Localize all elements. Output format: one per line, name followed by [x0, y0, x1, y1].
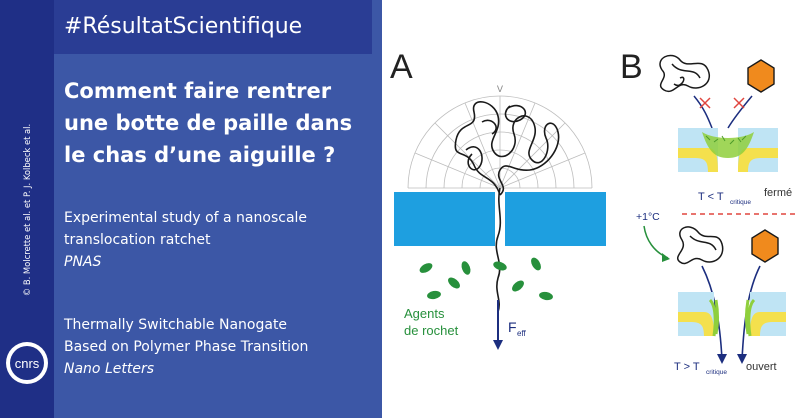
grid-ray: [499, 122, 566, 189]
open-temp-label: T > T: [674, 361, 700, 373]
paper-title-line: Based on Polymer Phase Transition: [64, 339, 309, 355]
coil-strand: [465, 104, 526, 171]
paper-journal: PNAS: [64, 254, 102, 270]
paper-title-line: Thermally Switchable Nanogate: [64, 317, 288, 333]
membrane-left: [394, 192, 495, 246]
blocked-arrow: [727, 95, 753, 129]
gate-brush-detail: [705, 135, 747, 145]
force-label: F: [508, 319, 517, 335]
left-strip: © B. Molcrette et al. et P. J. Kolbeck e…: [0, 0, 54, 418]
gate-brush: [702, 132, 754, 158]
polymer-chain: [495, 187, 502, 313]
agent-ellipse: [531, 257, 541, 271]
passing-arrowhead: [717, 354, 727, 364]
paper-title-line: Experimental study of a nanoscale: [64, 210, 308, 226]
figure-illustration: A V: [390, 48, 798, 376]
gate-coating-right: [750, 312, 786, 336]
polar-grid: [407, 95, 593, 189]
paper-journal: Nano Letters: [64, 361, 154, 377]
grid-ray: [499, 152, 586, 189]
agent-ellipse: [493, 261, 507, 271]
agent-ellipse: [512, 280, 524, 292]
polymer-blob: [677, 226, 724, 265]
molecule-hexagon: [751, 229, 779, 263]
logo-text: cnrs: [15, 356, 40, 371]
paper-reference: Experimental study of a nanoscale transl…: [64, 207, 380, 273]
polymer-blob: [659, 54, 711, 93]
force-subscript: eff: [517, 329, 527, 338]
agent-ellipse: [419, 263, 433, 273]
polymer-coil: [454, 101, 560, 196]
gate-open: [678, 292, 786, 337]
arc-label: V: [497, 85, 504, 95]
panel-a-label: A: [390, 48, 413, 86]
ratchet-agents: [419, 257, 553, 301]
gate-coating-right: [738, 148, 778, 172]
heating-arrowhead: [662, 253, 670, 262]
headline: Comment faire rentrer une botte de paill…: [64, 75, 380, 171]
image-credit: © B. Molcrette et al. et P. J. Kolbeck e…: [22, 123, 32, 297]
cnrs-logo: cnrs: [6, 342, 48, 384]
headline-line: une botte de paille dans: [64, 111, 353, 135]
open-label: ouvert: [746, 361, 777, 373]
paper-title-line: translocation ratchet: [64, 232, 211, 248]
coil-strand: [454, 101, 560, 196]
cross-mark: [733, 97, 745, 109]
text-panel: #RésultatScientifique Comment faire rent…: [54, 0, 382, 418]
closed-temp-label: T < T: [698, 191, 724, 203]
agents-label: Agents: [404, 306, 445, 321]
grid-ray: [414, 152, 501, 189]
agent-ellipse: [427, 290, 441, 300]
agents-label: de rochet: [404, 323, 459, 338]
logo-inner: [10, 346, 44, 380]
headline-line: le chas d’une aiguille ?: [64, 143, 336, 167]
agent-ellipse: [539, 291, 553, 301]
closed-temp-subscript: critique: [730, 199, 751, 206]
molecule-hexagon: [747, 59, 775, 93]
hashtag-banner: #RésultatScientifique: [54, 0, 372, 54]
headline-line: Comment faire rentrer: [64, 79, 332, 103]
scientific-figure: A V: [382, 0, 800, 418]
passing-arrowhead: [737, 354, 747, 364]
gate-brush-collapsed: [708, 298, 719, 337]
membrane-right: [505, 192, 606, 246]
grid-ray: [464, 102, 501, 189]
grid-ray: [434, 122, 501, 189]
open-temp-subscript: critique: [706, 369, 727, 376]
cross-mark: [699, 97, 711, 109]
paper-reference: Thermally Switchable Nanogate Based on P…: [64, 314, 380, 380]
gate-coating-left: [678, 312, 714, 336]
panel-b-label: B: [620, 48, 643, 86]
agent-ellipse: [448, 277, 460, 289]
gate-coating-left: [678, 148, 718, 172]
force-arrowhead: [493, 340, 503, 350]
heating-arrow: [643, 225, 669, 259]
blocked-arrow: [693, 95, 713, 129]
gate-closed: [678, 128, 778, 172]
agent-ellipse: [461, 261, 471, 275]
closed-label: fermé: [764, 187, 792, 199]
gate-brush-collapsed: [745, 298, 756, 337]
temperature-step-label: +1°C: [636, 211, 660, 223]
